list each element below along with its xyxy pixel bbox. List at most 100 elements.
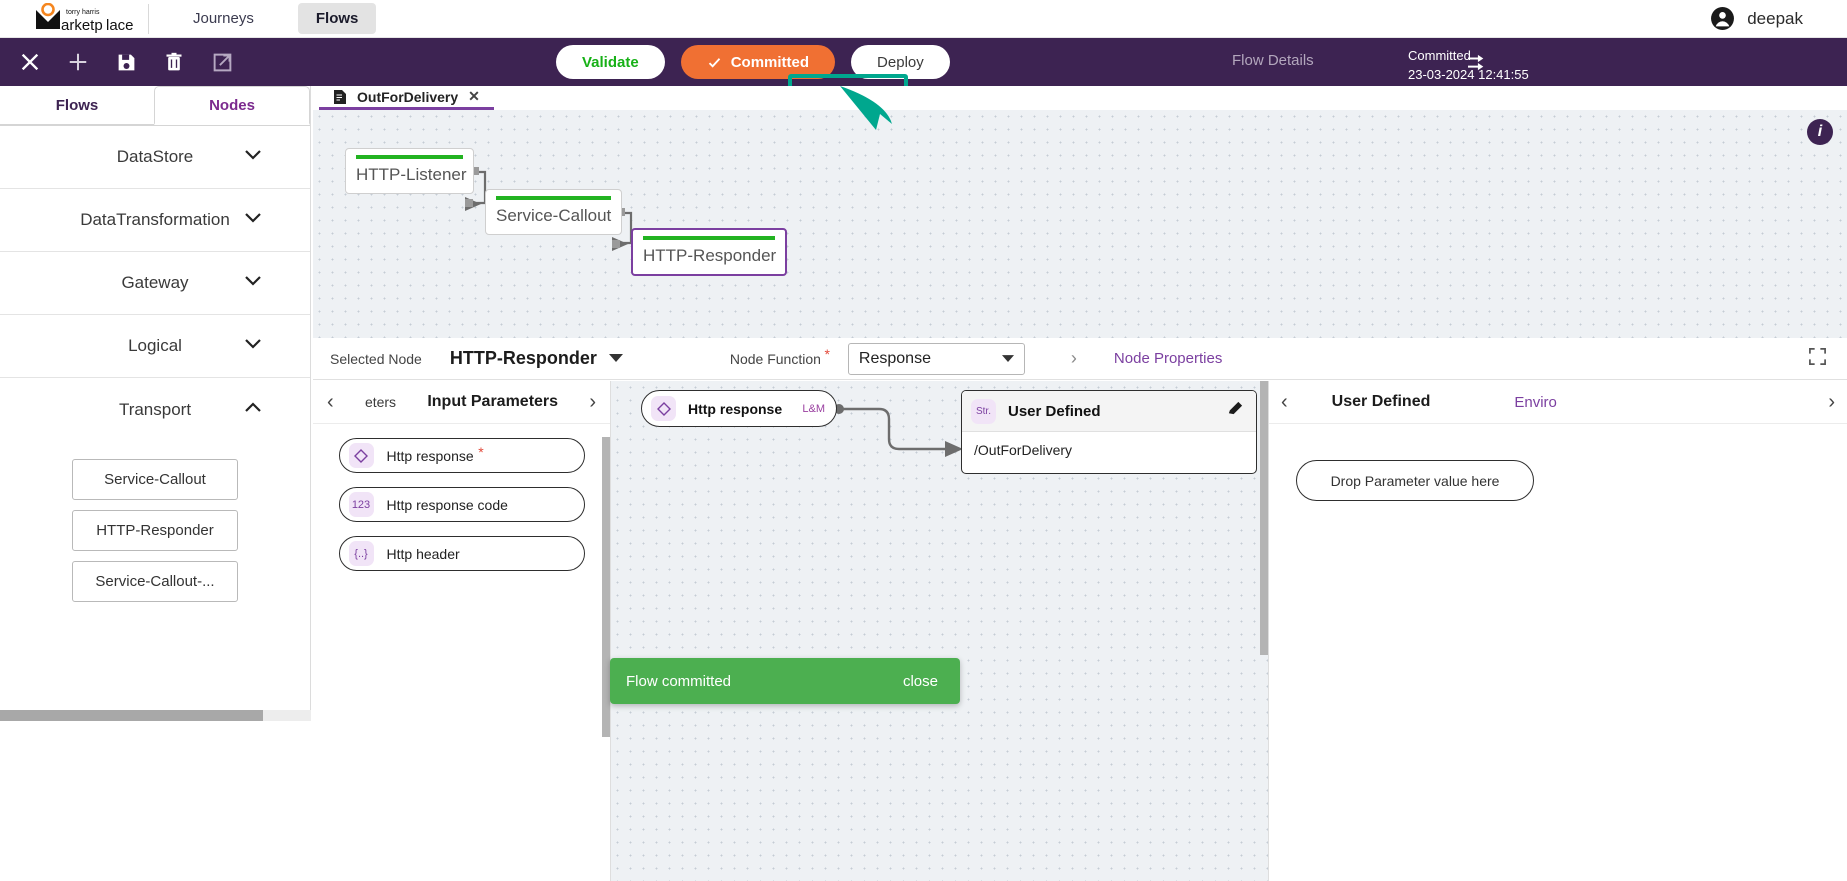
sidebar-category-label: DataTransformation (80, 210, 230, 229)
node-function-value: Response (858, 349, 931, 367)
right-panel-tab-environment[interactable]: Enviro (1514, 393, 1557, 411)
sidebar-category-label: Transport (118, 399, 192, 419)
chevron-left-icon[interactable]: ‹ (327, 390, 334, 413)
parameters-prev-tab[interactable]: eters (364, 394, 397, 410)
svg-text:arketp: arketp (61, 17, 103, 34)
chevron-left-icon[interactable]: ‹ (1281, 390, 1288, 413)
transport-node-service-callout-2[interactable]: Service-Callout-... (72, 561, 238, 602)
sidebar-category-transport[interactable]: Transport (0, 378, 310, 441)
parameters-header: ‹ eters Input Parameters › (313, 381, 610, 424)
input-parameters-panel: ‹ eters Input Parameters › Http response… (313, 381, 611, 881)
mapping-target-node[interactable]: Str. User Defined /OutForDelivery (961, 390, 1257, 474)
flow-node-label: Service-Callout (496, 206, 612, 225)
mapping-source-label: Http response (688, 400, 783, 417)
sidebar-category-datatransformation[interactable]: DataTransformation (0, 189, 310, 252)
parameters-vertical-scrollbar[interactable] (602, 437, 610, 737)
drop-parameter-zone[interactable]: Drop Parameter value here (1296, 460, 1534, 501)
toast-notification: Flow committed close (610, 658, 960, 704)
sidebar-category-gateway[interactable]: Gateway (0, 252, 310, 315)
right-panel-tabs: ‹ User Defined Enviro › (1269, 381, 1847, 424)
svg-text:torry harris: torry harris (66, 9, 100, 16)
toolbar-icon-group (0, 42, 246, 82)
sidebar-category-label: Logical (128, 336, 182, 355)
string-type-icon: Str. (971, 398, 996, 424)
transport-node-list: Service-Callout HTTP-Responder Service-C… (0, 441, 310, 602)
shuffle-icon[interactable] (1466, 54, 1488, 77)
flow-node-service-callout[interactable]: Service-Callout (485, 189, 622, 235)
left-sidebar: Flows Nodes DataStore DataTransformation… (0, 86, 311, 881)
node-status-bar (496, 196, 611, 200)
flow-node-http-responder[interactable]: HTTP-Responder (631, 228, 787, 276)
chevron-right-icon[interactable]: › (1828, 390, 1835, 413)
mapping-canvas[interactable]: Http response L&M Str. User Defined /Out… (611, 381, 1268, 881)
open-external-icon[interactable] (198, 42, 246, 82)
chevron-down-icon (244, 211, 262, 229)
flow-node-label: HTTP-Listener (356, 165, 467, 184)
canvas-tab-outfordelivery[interactable]: OutForDelivery ✕ (319, 86, 494, 110)
parameter-row-http-response-code[interactable]: 123 Http response code (338, 487, 585, 522)
node-status-bar (643, 236, 775, 240)
chevron-right-icon[interactable]: › (589, 390, 596, 413)
nav-item-flows[interactable]: Flows (297, 3, 377, 34)
required-asterisk: * (824, 345, 830, 362)
info-icon[interactable]: i (1807, 119, 1833, 145)
sidebar-category-logical[interactable]: Logical (0, 315, 310, 378)
deploy-button[interactable]: Deploy (851, 45, 950, 79)
sidebar-tab-flows[interactable]: Flows (0, 86, 154, 125)
sidebar-tab-nodes[interactable]: Nodes (154, 86, 310, 125)
diamond-icon (651, 396, 676, 421)
add-icon[interactable] (54, 42, 102, 82)
parameter-row-http-header[interactable]: {..} Http header (338, 536, 585, 571)
mapping-target-title: User Defined (1008, 402, 1101, 420)
mapping-vertical-scrollbar[interactable] (1260, 381, 1268, 655)
nav-item-journeys[interactable]: Journeys (193, 10, 254, 27)
delete-icon[interactable] (150, 42, 198, 82)
sidebar-category-label: Gateway (121, 273, 189, 292)
mapping-source-node[interactable]: Http response L&M (641, 390, 837, 427)
svg-text:lace: lace (106, 17, 134, 34)
scrollbar-thumb[interactable] (0, 710, 263, 721)
right-properties-panel: ‹ User Defined Enviro › Drop Parameter v… (1268, 381, 1847, 881)
document-icon (334, 89, 346, 104)
transport-node-service-callout[interactable]: Service-Callout (72, 459, 238, 500)
flow-node-http-listener[interactable]: HTTP-Listener (345, 148, 474, 194)
check-icon (708, 57, 720, 68)
flow-canvas[interactable]: HTTP-Listener Service-Callout HTTP-Respo… (313, 110, 1847, 338)
brand-logo[interactable]: torry harris arketp lace (0, 2, 148, 35)
number-icon: 123 (348, 492, 374, 517)
chevron-down-icon (244, 337, 262, 355)
save-icon[interactable] (102, 42, 150, 82)
chevron-down-icon[interactable] (608, 350, 623, 368)
mapping-target-header: Str. User Defined (962, 391, 1256, 432)
close-icon[interactable]: ✕ (468, 88, 480, 104)
sidebar-tabs: Flows Nodes (0, 86, 310, 126)
committed-button[interactable]: Committed (680, 45, 836, 79)
fullscreen-icon[interactable] (1808, 347, 1827, 371)
flow-details-link[interactable]: Flow Details (1232, 52, 1314, 69)
transport-node-http-responder[interactable]: HTTP-Responder (72, 510, 238, 551)
node-function-select[interactable]: Response (847, 342, 1025, 375)
close-icon[interactable] (6, 42, 54, 82)
selected-node-value: HTTP-Responder (449, 348, 597, 368)
toast-close-button[interactable]: close (902, 672, 938, 690)
pencil-icon[interactable] (1227, 400, 1244, 422)
chevron-up-icon (244, 401, 262, 419)
right-panel-tab-user-defined[interactable]: User Defined (1331, 393, 1431, 410)
sidebar-horizontal-scrollbar[interactable] (0, 710, 311, 721)
commit-status-text: Committed (1408, 48, 1471, 63)
toast-message: Flow committed (626, 672, 732, 690)
chevron-down-icon (244, 274, 262, 292)
parameter-label: Http response code (386, 496, 508, 513)
validate-button[interactable]: Validate (556, 45, 665, 79)
node-properties-link[interactable]: Node Properties (1113, 350, 1223, 367)
parameters-title: Input Parameters (427, 393, 559, 410)
sidebar-category-datastore[interactable]: DataStore (0, 126, 310, 189)
braces-icon: {..} (348, 541, 374, 566)
user-name: deepak (1747, 8, 1803, 28)
user-area[interactable]: deepak (1710, 6, 1847, 31)
selected-node-bar: Selected Node HTTP-Responder Node Functi… (313, 338, 1847, 380)
parameter-label: Http response * (387, 444, 484, 464)
sidebar-category-label: DataStore (116, 147, 194, 166)
parameter-row-http-response[interactable]: Http response * (338, 438, 585, 473)
app-header: torry harris arketp lace Journeys Flows … (0, 0, 1847, 38)
